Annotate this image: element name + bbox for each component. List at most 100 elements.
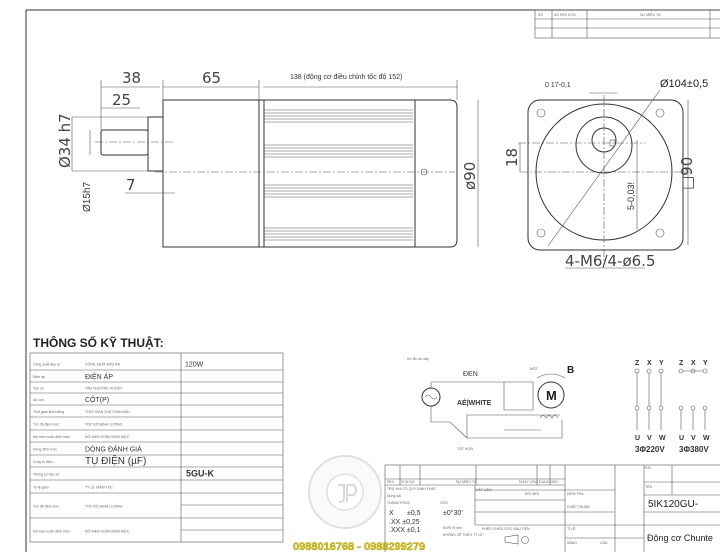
tb-check: KIỂM TRA — [567, 491, 584, 496]
tb-date: NGÀY ỨNG DỤNG DEN — [519, 480, 558, 484]
tb-angle: GÓC — [440, 500, 448, 505]
spec-row-label: Điện áp — [33, 375, 45, 379]
tb-tolerance: Dung sai — [387, 494, 401, 498]
voltage-label: 3Φ380V — [679, 445, 709, 454]
dim-5: 5-0,03! — [626, 182, 636, 210]
spec-row-name: MÔ-MEN XOẮN ĐỊNH MỨC — [85, 434, 130, 439]
tb-sheet: SÁNG — [567, 541, 577, 545]
tb-linear: THẲNG PHỤC — [387, 500, 411, 505]
spec-row-label: Số cực — [33, 398, 44, 402]
tb-ecn: ECN NO — [401, 480, 415, 484]
phone-number: 0988016768 - 0988299279 — [293, 541, 425, 552]
tb-unless: TRỪ KHI CÓ QUY ĐỊNH KHÁC — [387, 486, 437, 491]
dim-38: 38 — [122, 69, 141, 87]
tb-approve: CHẤP THUẬN — [567, 505, 590, 509]
spec-row-label: Thông số hộp số — [33, 473, 59, 477]
spec-row-label: Dòng định mức — [33, 448, 57, 452]
terminal-bottom-label: U — [635, 435, 640, 442]
spec-row-label: Tốc độ định mức — [33, 505, 60, 509]
wire-better-label: TỐT HƠN — [457, 446, 473, 451]
dim-sq90: □90 — [678, 157, 696, 190]
spec-table: THÔNG SỐ KỸ THUẬT: Công suất đầu ra CÔNG … — [29, 335, 284, 543]
dim-138: 138 (động cơ điều chỉnh tốc độ 152) — [290, 72, 402, 81]
spec-row-label: Tỷ lệ giảm — [33, 486, 49, 490]
spec-row-name: THỜI GIAN XUẤT BAN ĐẦU — [85, 409, 130, 414]
spec-row-name: TỐC ĐỘ ĐỊNH LƯỢNG — [85, 422, 123, 427]
tb-scale-note: KHÔNG VẼ THEO TỶ LỆ — [443, 532, 483, 537]
tb-pn: P/N — [645, 466, 651, 470]
spec-row-label: Tốc độ định mức — [33, 423, 60, 427]
dim-d15: Ø15h7 — [82, 182, 93, 212]
tb-xxx: .XXX ±0,1 — [389, 527, 421, 534]
dim-25: 25 — [112, 91, 131, 109]
tb-rev: REV — [387, 480, 395, 484]
terminal-top-label: Z — [635, 360, 640, 367]
spec-row-value: 5GU-K — [186, 469, 215, 479]
wire-black-label: ĐEN — [463, 371, 478, 378]
tb-x: X — [389, 510, 394, 517]
terminal-top-label: Y — [703, 360, 708, 367]
rev-header-no: SỐ — [538, 12, 543, 17]
terminal-bottom-label: V — [691, 435, 696, 442]
dim-18: 18 — [503, 148, 521, 167]
spec-title: THÔNG SỐ KỸ THUẬT: — [33, 335, 164, 350]
spec-row-label: Chạy tụ điện — [33, 460, 53, 464]
revision-table: SỐ SỐ REV ECN. SỰ MIÊU TẢ — [534, 9, 720, 39]
spec-row-value: 120W — [185, 362, 204, 369]
spec-row-label: Thời gian khởi động — [33, 410, 64, 414]
side-view: 38 65 138 (động cơ điều chỉnh tốc độ 152… — [56, 69, 479, 248]
tb-x-tol: ±0,5 — [407, 510, 421, 517]
product-name: Động cơ Chunte — [647, 533, 713, 543]
spec-row-name: MÔ-MEN XOẮN ĐỊNH MỨC — [85, 529, 130, 534]
spec-row-label: Công suất đầu ra — [33, 363, 60, 367]
spec-row-name: CỘT(P) — [85, 395, 109, 404]
wire-one-label: MỘT — [530, 366, 539, 371]
terminal-bottom-label: V — [647, 435, 652, 442]
projection-cone-icon — [504, 534, 519, 545]
motor-symbol: M — [546, 388, 557, 403]
tb-material: VẬT LIỆU — [476, 487, 492, 492]
spec-row-name: TỶ LỆ GIẢM TỐC — [85, 485, 113, 490]
rev-header-ecn: SỐ REV ECN. — [554, 12, 577, 17]
dim-17: 0 17-0,1 — [545, 82, 571, 89]
terminal-top-label: X — [647, 360, 652, 367]
projection-circle-icon — [521, 536, 529, 544]
spec-row-label: Tần số — [33, 387, 44, 391]
dim-d90: ø90 — [461, 162, 479, 190]
dim-7: 7 — [126, 176, 136, 194]
spec-row-label: Mô-men xoắn định mức — [33, 434, 70, 439]
wiring-title: Sơ đồ nối dây — [407, 357, 429, 361]
part-number: 5IK120GU- — [648, 499, 698, 510]
voltage-label: 3Φ220V — [635, 445, 665, 454]
dim-holes: 4-M6/4-ø6.5 — [565, 252, 655, 270]
spec-row-name: TỤ ĐIỆN (µF) — [85, 454, 146, 467]
watermark-logo — [308, 455, 382, 529]
terminal-top-label: X — [691, 360, 696, 367]
terminal-top-label: Z — [679, 360, 684, 367]
tb-xx: .XX ±0,25 — [389, 519, 420, 526]
wiring-diagram: Sơ đồ nối dây ĐEN AÉ|WHITE MỘT B TỐT HƠN… — [407, 357, 574, 451]
rotation-b-label: B — [567, 365, 574, 376]
three-phase-diagram: Z U X V Y W 3Φ220V Z U X V Y W 3Φ380V — [634, 360, 710, 454]
terminal-bottom-label: W — [659, 435, 666, 442]
spec-row-name: ĐIỆN ÁP — [85, 372, 113, 381]
dim-65: 65 — [202, 69, 221, 87]
tb-angle-tol: ±0°30' — [443, 509, 463, 517]
tb-projection: PHÉP CHIẾU GÓC ĐẦU TIÊN — [482, 526, 530, 531]
spec-row-name: CÔNG SUẤT ĐẦU RA — [85, 362, 121, 367]
tb-changed: ĐỔI MỚI — [525, 491, 539, 496]
wire-white-label: AÉ|WHITE — [457, 398, 492, 407]
terminal-top-label: Y — [659, 360, 664, 367]
dim-d104: Ø104±0,5 — [660, 78, 708, 90]
tb-unit: ĐƠN VỊ:mm — [443, 526, 462, 530]
terminal-bottom-label: U — [679, 435, 684, 442]
tb-name: TÊN — [645, 484, 652, 489]
rev-header-desc: SỰ MIÊU TẢ — [640, 12, 661, 17]
terminal-bottom-label: W — [703, 435, 710, 442]
tb-ratio: TỈ LỆ — [567, 526, 576, 531]
title-block: REV ECN NO SỰ MIÊU TẢ NGÀY ỨNG DỤNG DEN … — [384, 464, 720, 552]
spec-row-name: DÒNG ĐÁNH GIÁ — [85, 445, 142, 454]
dim-d34: Ø34 h7 — [56, 113, 74, 168]
spec-row-name: TỐC ĐỘ ĐỊNH LƯỢNG — [85, 504, 123, 509]
